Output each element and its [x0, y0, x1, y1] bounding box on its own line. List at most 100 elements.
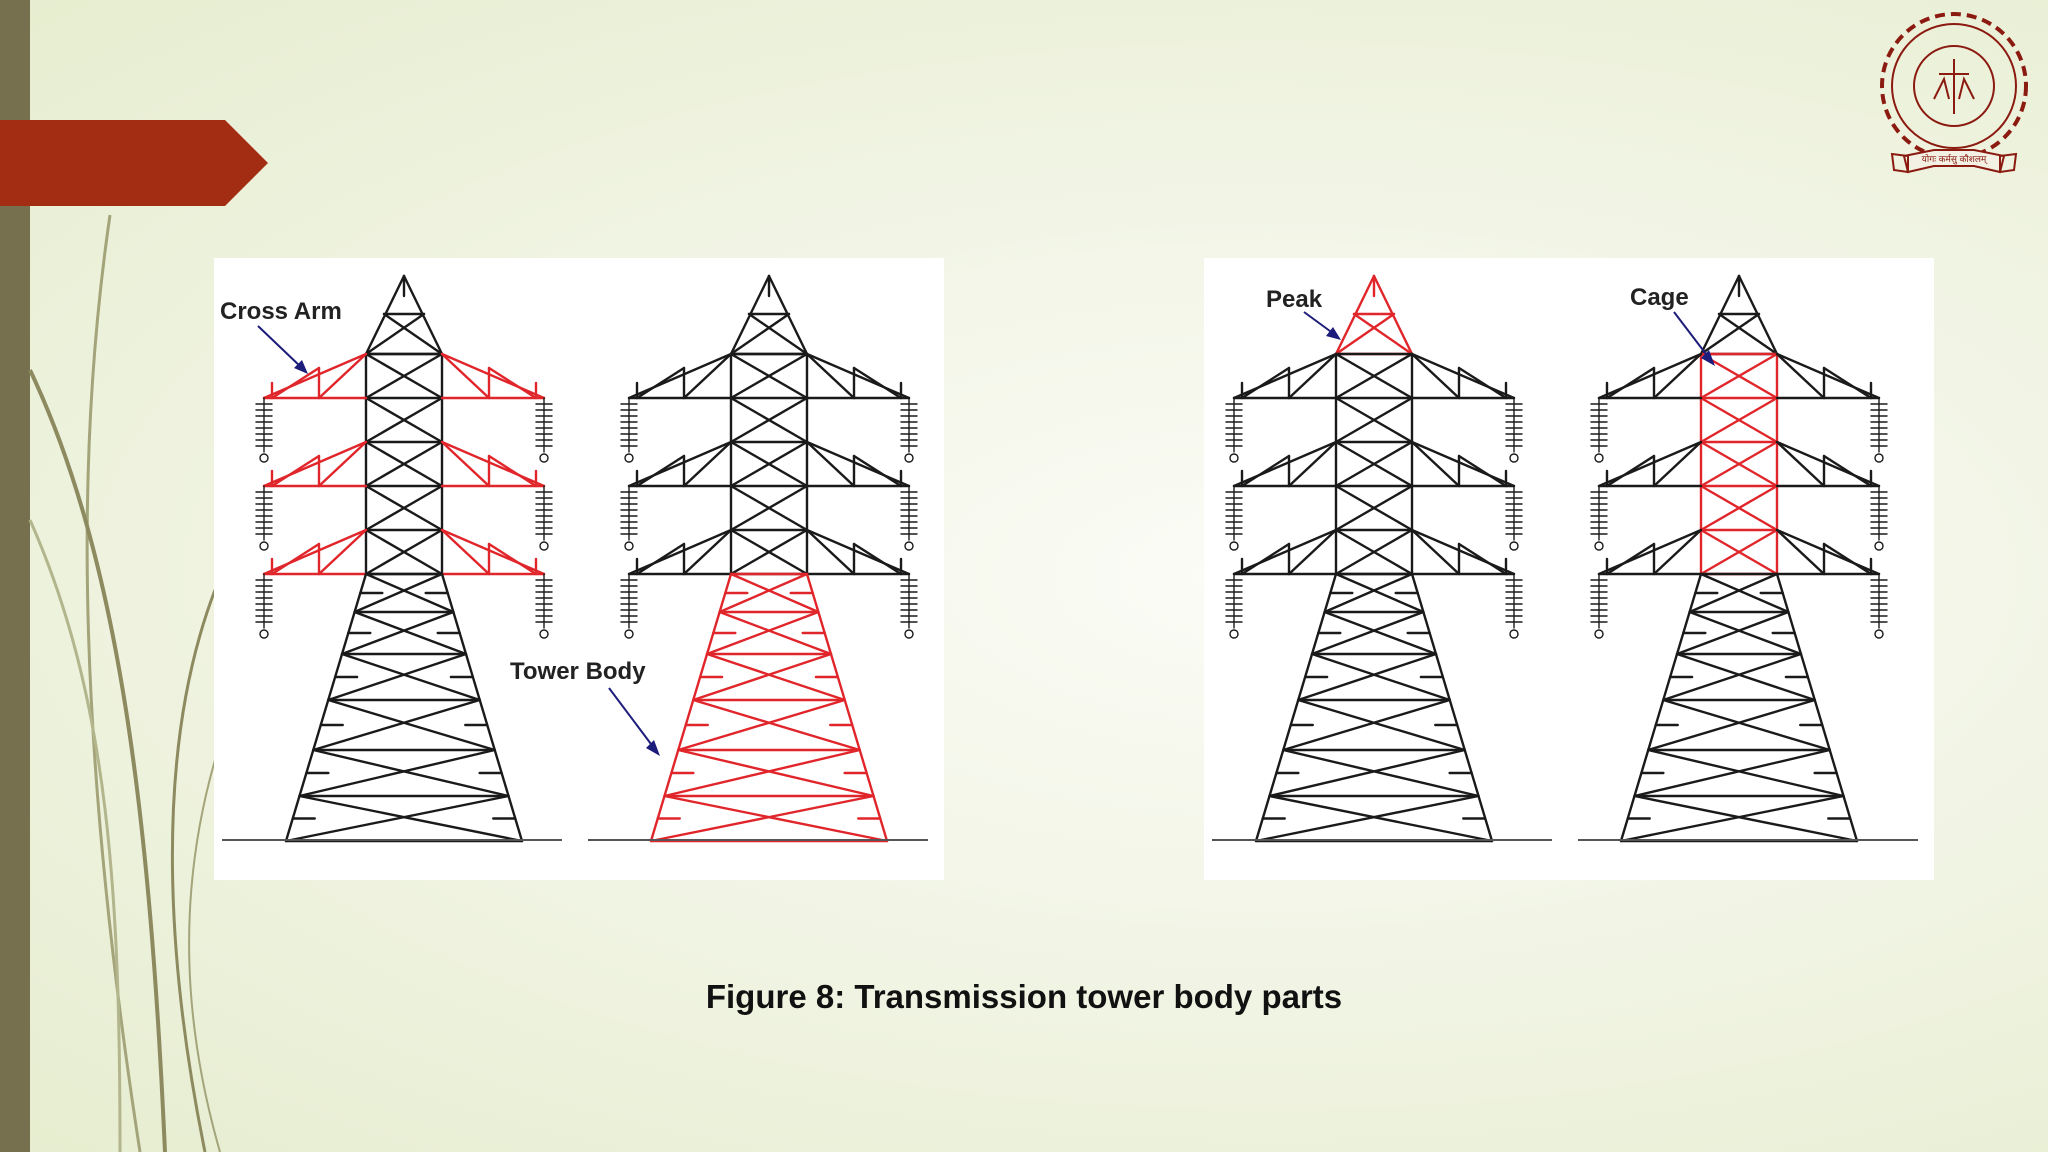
cross-arm-member	[440, 352, 491, 400]
body-member	[677, 698, 846, 752]
cross-arm-member	[1597, 528, 1703, 576]
conductor-clamp	[1874, 453, 1884, 463]
tower-body	[620, 274, 918, 843]
conductor-clamp	[1509, 453, 1519, 463]
cross-arm-member	[805, 528, 911, 576]
cross-arm-member	[317, 352, 368, 400]
cross-arm-member	[262, 352, 368, 400]
cross-arm-member	[627, 352, 733, 400]
cage-member	[1699, 528, 1779, 576]
body-member	[1268, 794, 1494, 843]
cross-arm-member	[805, 528, 856, 576]
cross-arm-member	[1822, 542, 1873, 576]
conductor-clamp	[539, 629, 549, 639]
institute-logo: योगः कर्मसु कौशलम्	[1880, 12, 2028, 174]
body-member	[663, 794, 889, 843]
body-member	[1675, 652, 1816, 702]
conductor-clamp	[1874, 541, 1884, 551]
peak-member	[1352, 312, 1414, 356]
cross-arm-member	[440, 352, 546, 400]
body-member	[718, 572, 809, 614]
cross-arm-member	[1775, 440, 1881, 488]
conductor-clamp	[904, 541, 914, 551]
cross-arm-arrow	[257, 325, 303, 369]
cage-member	[729, 396, 809, 444]
body-member	[1323, 572, 1414, 614]
diagram-panel-right: Peak Cage	[1204, 258, 1934, 880]
cage-member	[729, 528, 809, 576]
conductor-clamp	[624, 541, 634, 551]
cross-arm-member	[635, 542, 686, 576]
cage-member	[1334, 484, 1414, 532]
body-member	[312, 698, 481, 752]
cage-member	[364, 352, 444, 400]
cage-member	[1699, 484, 1779, 532]
peak-arrowhead	[1326, 327, 1341, 340]
diagram-panel-left: Cross Arm Tower Body	[214, 258, 944, 880]
institute-emblem-icon	[1880, 12, 2028, 174]
cross-arm-member	[1240, 454, 1291, 488]
cross-arm-member	[1597, 440, 1703, 488]
peak-member	[364, 312, 426, 356]
body-member	[692, 698, 861, 752]
tower-crossarm	[255, 274, 553, 843]
body-member	[1310, 610, 1425, 656]
conductor-clamp	[259, 453, 269, 463]
cross-arm-member	[270, 366, 321, 400]
body-member	[1297, 698, 1466, 752]
cross-arm-member	[1775, 352, 1881, 400]
cross-arm-member	[1605, 366, 1656, 400]
body-member	[353, 572, 444, 614]
towers-svg-right	[1212, 274, 1918, 843]
label-cage: Cage	[1630, 284, 1689, 311]
body-member	[340, 652, 481, 702]
conductor-clamp	[624, 629, 634, 639]
peak-arrow	[1303, 311, 1335, 335]
cage-arrow	[1673, 311, 1710, 359]
figure-caption: Figure 8: Transmission tower body parts	[705, 978, 1343, 1015]
conductor-clamp	[539, 541, 549, 551]
body-member	[677, 748, 875, 798]
label-peak: Peak	[1266, 286, 1323, 313]
conductor-clamp	[259, 541, 269, 551]
cross-arm-member	[270, 454, 321, 488]
cross-arm-arrowhead	[294, 360, 308, 374]
cross-arm-member	[1410, 440, 1461, 488]
body-member	[312, 748, 510, 798]
cross-arm-member	[627, 440, 733, 488]
body-member	[1675, 610, 1790, 656]
cross-arm-member	[1605, 454, 1656, 488]
conductor-clamp	[539, 453, 549, 463]
cross-arm-member	[1232, 528, 1338, 576]
tower-body-arrowhead	[646, 740, 660, 756]
body-member	[1633, 748, 1831, 798]
body-member	[1647, 748, 1845, 798]
conductor-clamp	[1229, 453, 1239, 463]
peak-member	[729, 312, 791, 356]
body-member	[705, 652, 846, 702]
decorative-swoosh	[28, 214, 221, 1152]
body-member	[298, 748, 496, 798]
body-member	[729, 572, 820, 614]
label-tower-body: Tower Body	[510, 658, 646, 685]
cross-arm-member	[682, 352, 733, 400]
cross-arm-member	[1775, 528, 1881, 576]
conductor-clamp	[1229, 629, 1239, 639]
cross-arm-member	[635, 366, 686, 400]
cross-arm-member	[1597, 352, 1703, 400]
cage-member	[1334, 440, 1414, 488]
cross-arm-member	[487, 454, 538, 488]
conductor-clamp	[1594, 453, 1604, 463]
cage-member	[364, 396, 444, 444]
peak-member	[382, 312, 444, 356]
cross-arm-member	[635, 454, 686, 488]
peak-member	[1699, 312, 1761, 356]
cross-arm-member	[1457, 542, 1508, 576]
cage-member	[729, 352, 809, 400]
conductor-clamp	[1874, 629, 1884, 639]
body-member	[1297, 652, 1438, 702]
cross-arm-member	[1457, 366, 1508, 400]
tower-cage	[1590, 274, 1888, 843]
cross-arm-member	[262, 528, 368, 576]
cross-arm-member	[627, 528, 733, 576]
